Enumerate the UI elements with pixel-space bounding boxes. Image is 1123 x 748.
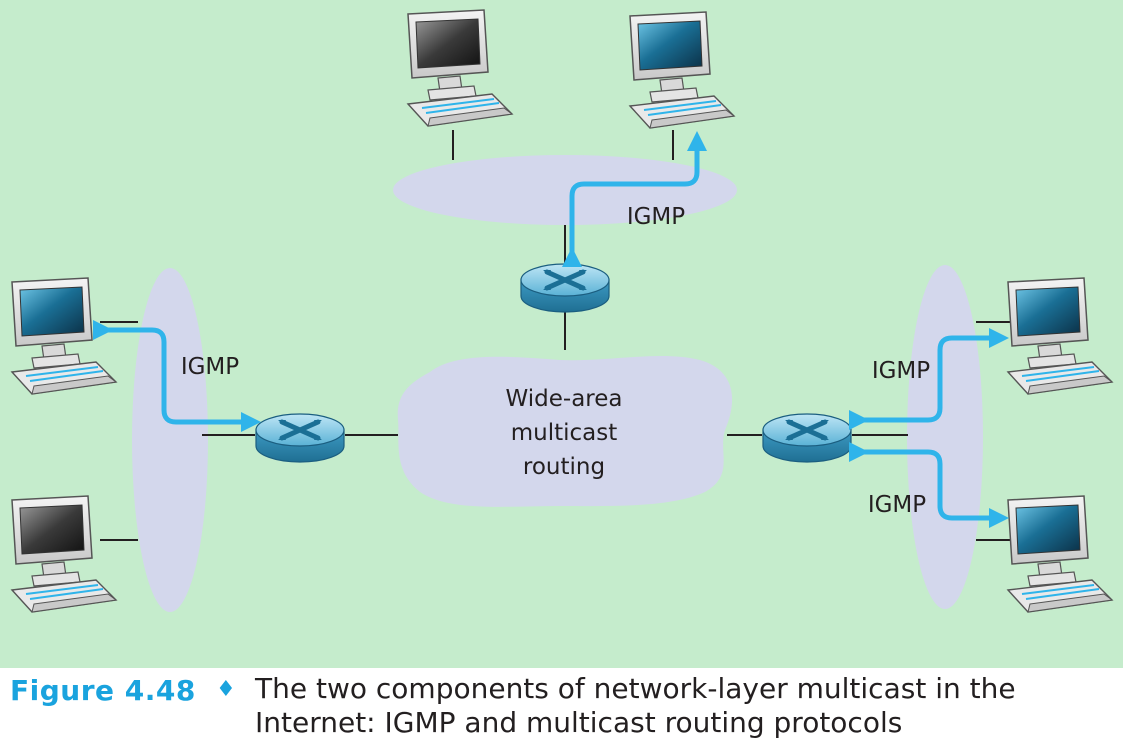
igmp-label-top: IGMP xyxy=(627,204,685,230)
lan-left xyxy=(132,268,208,612)
igmp-arrow-right-upper xyxy=(848,328,1009,430)
igmp-label-right-lower: IGMP xyxy=(868,492,926,518)
router-left xyxy=(256,414,344,462)
igmp-arrow-right-lower xyxy=(848,442,1009,528)
links xyxy=(100,130,1010,541)
cloud-label-line-1: Wide-area xyxy=(506,386,623,412)
igmp-arrow-left xyxy=(92,320,261,432)
caption-text-line-2: Internet: IGMP and multicast routing pro… xyxy=(255,706,903,739)
diamond-icon: ♦ xyxy=(216,677,236,702)
igmp-arrow-top xyxy=(562,131,707,268)
igmp-arrows xyxy=(92,131,1009,528)
wide-area-cloud xyxy=(397,355,733,507)
igmp-label-right-upper: IGMP xyxy=(872,358,930,384)
lan-right xyxy=(907,265,983,609)
router-top xyxy=(521,264,609,312)
router-right xyxy=(763,414,851,462)
cloud-label-line-3: routing xyxy=(523,454,605,480)
igmp-label-left: IGMP xyxy=(181,354,239,380)
figure-caption: Figure 4.48 ♦ The two components of netw… xyxy=(0,668,1123,748)
lan-top xyxy=(393,155,737,225)
figure-number: Figure 4.48 xyxy=(10,674,196,707)
network-diagram: IGMP IGMP IGMP IGMP Wide-area multicast … xyxy=(0,0,1123,668)
caption-text-line-1: The two components of network-layer mult… xyxy=(255,672,1016,705)
cloud-label-line-2: multicast xyxy=(511,420,618,446)
